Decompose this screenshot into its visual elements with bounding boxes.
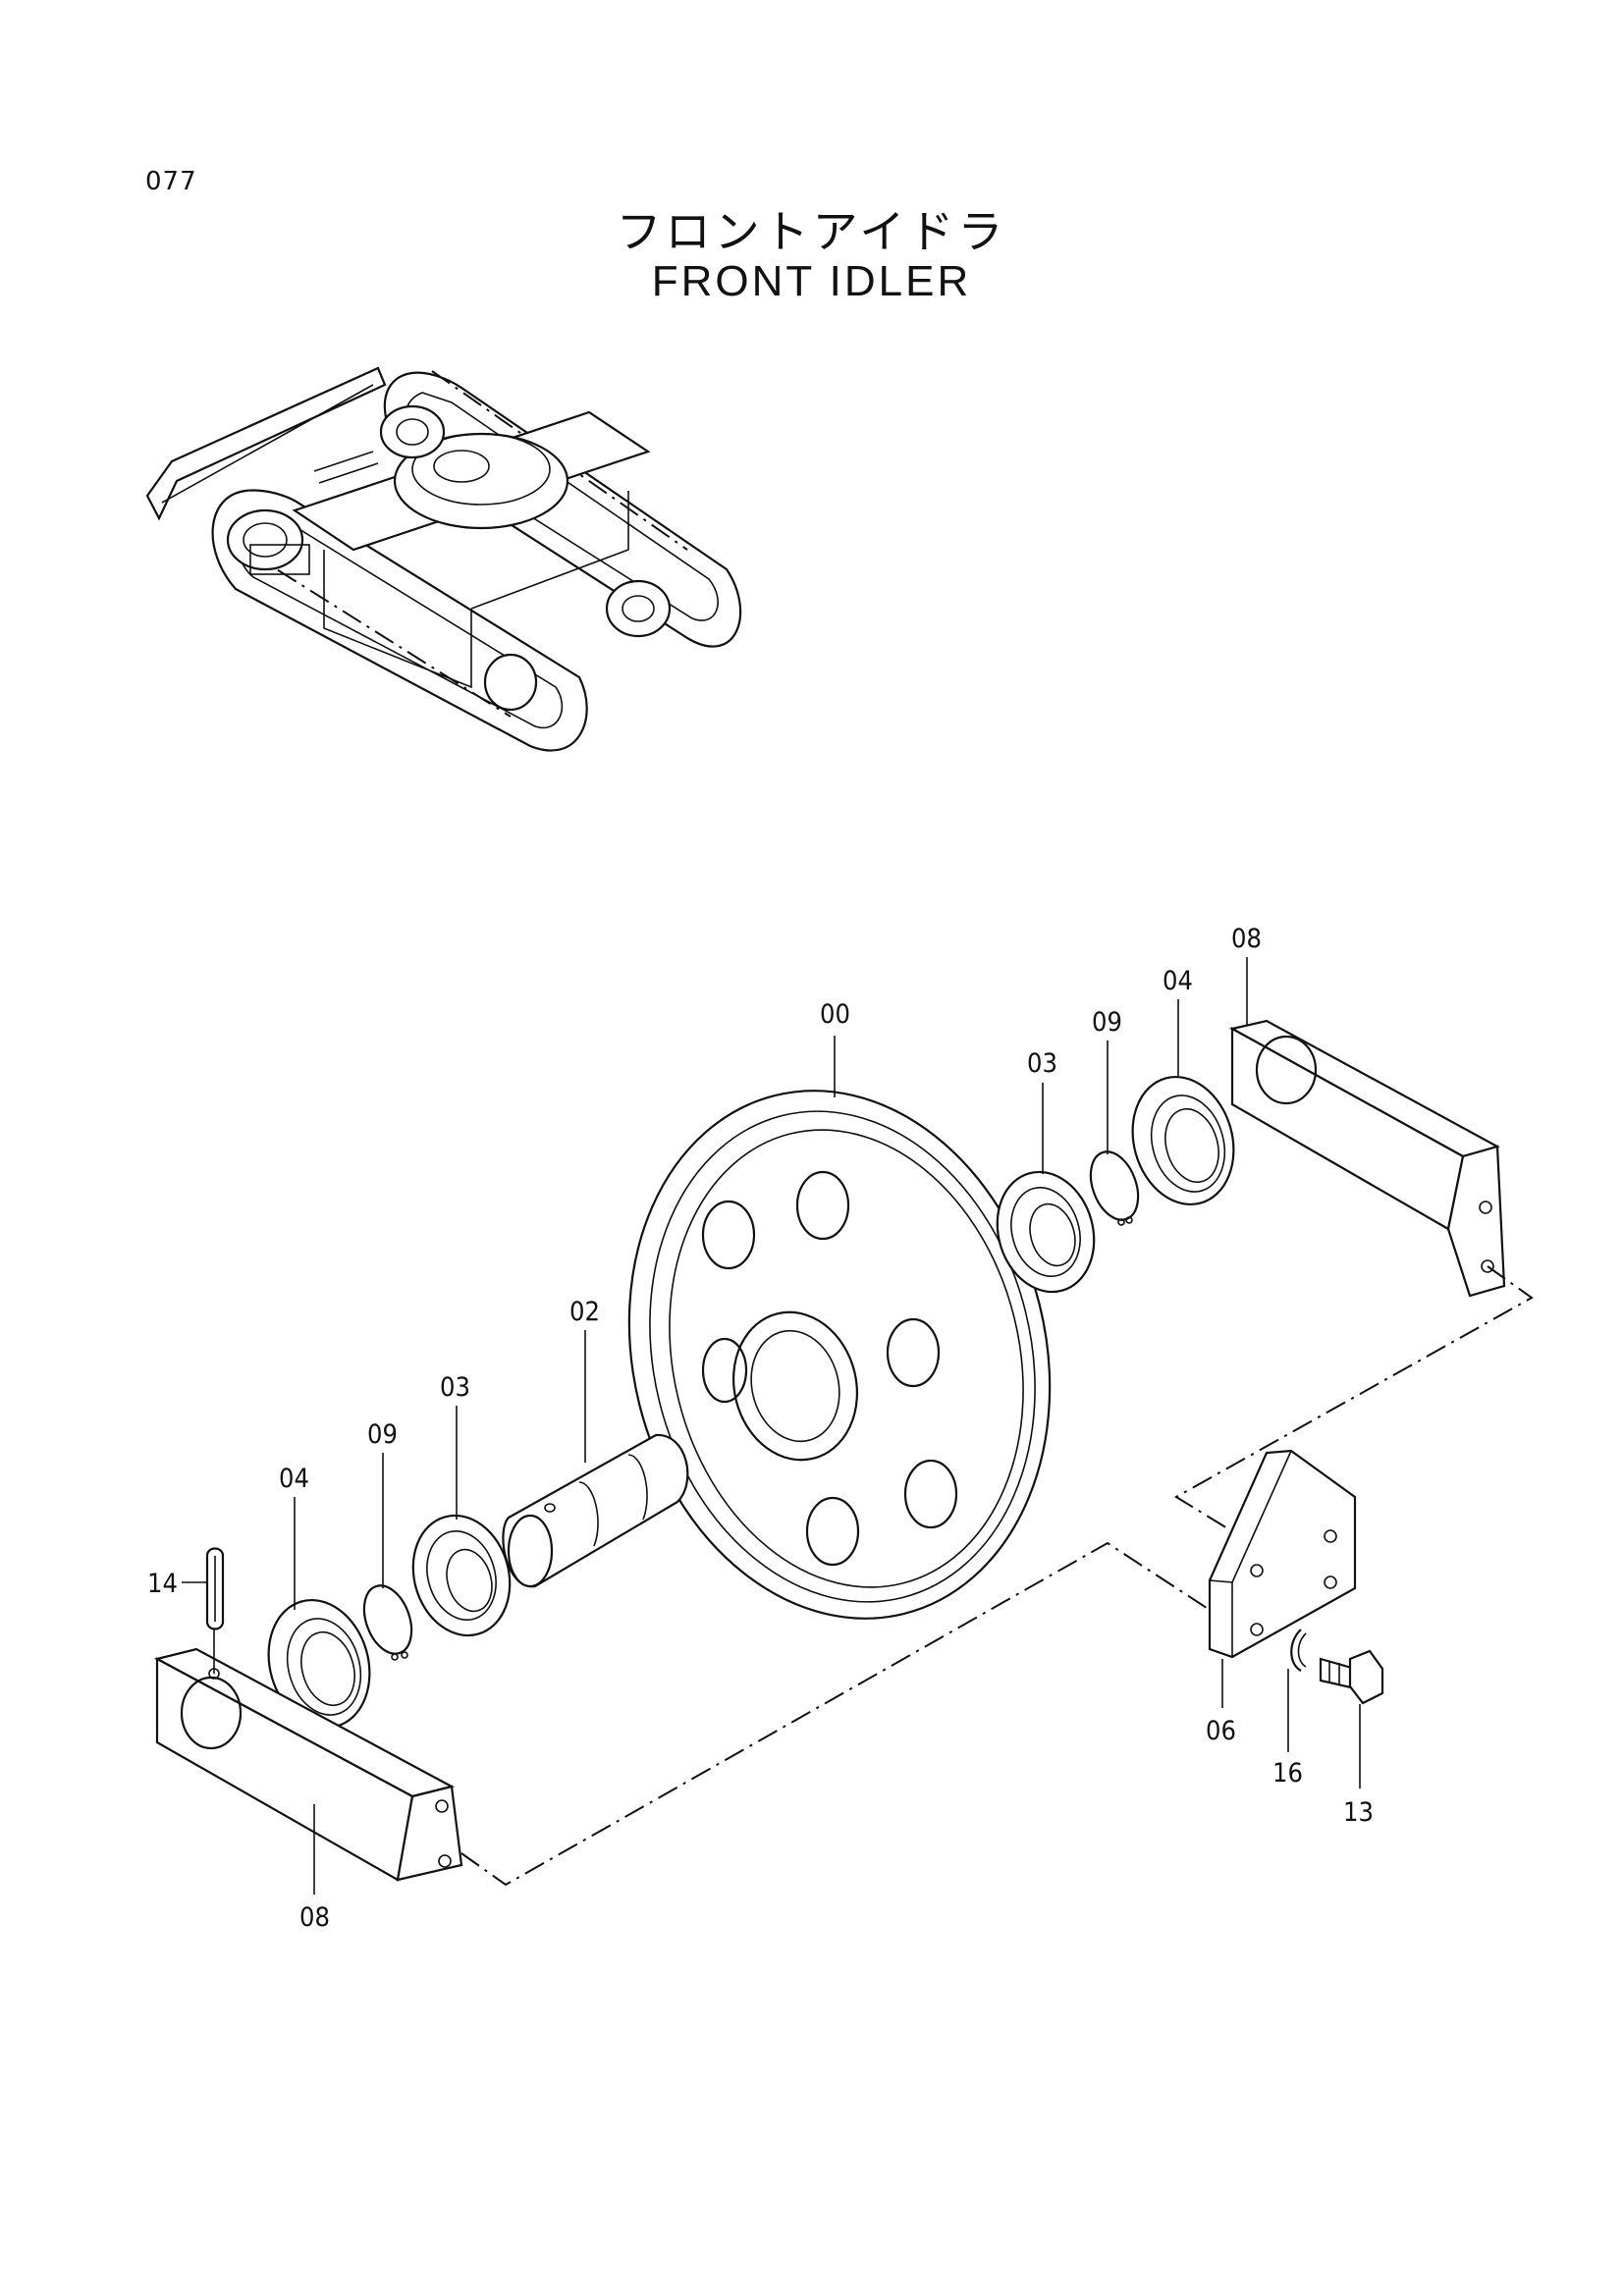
- idler-shaft: [502, 1433, 689, 1588]
- callout-08-left: 08: [299, 1902, 330, 1933]
- right-bracket: [1228, 1019, 1506, 1298]
- callout-08-right: 08: [1231, 924, 1262, 954]
- left-snap-ring: [362, 1584, 413, 1661]
- left-bearing: [411, 1514, 512, 1637]
- title-japanese: フロントアイドラ: [616, 205, 1007, 258]
- callout-04-left: 04: [279, 1464, 309, 1494]
- callout-16: 16: [1272, 1758, 1303, 1789]
- right-bearing: [996, 1170, 1096, 1294]
- callout-labels: 00 02 03 09 04 14 08 06 16 13 03 09 04 0…: [147, 924, 1374, 1933]
- callout-04-right: 04: [1163, 966, 1193, 996]
- callout-09-right: 09: [1092, 1007, 1122, 1038]
- callout-06: 06: [1206, 1716, 1236, 1746]
- right-floating-seal: [1131, 1075, 1235, 1206]
- callout-02: 02: [569, 1297, 600, 1327]
- left-floating-seal: [267, 1598, 371, 1730]
- washer: [1290, 1629, 1307, 1672]
- callout-03-right: 03: [1027, 1048, 1057, 1079]
- leader-lines: [182, 957, 1361, 1895]
- callout-13: 13: [1343, 1797, 1374, 1828]
- hex-bolt: [1319, 1649, 1384, 1705]
- front-idler-wheel: [627, 1090, 1052, 1620]
- callout-03-left: 03: [440, 1372, 470, 1403]
- callout-00: 00: [820, 999, 850, 1030]
- left-bracket: [153, 1647, 463, 1882]
- right-snap-ring: [1089, 1150, 1140, 1226]
- page-number: 077: [145, 167, 197, 196]
- mounting-plate: [1208, 1449, 1357, 1659]
- undercarriage-overview-illustration: [145, 366, 742, 752]
- callout-09-left: 09: [367, 1419, 398, 1450]
- lock-pin: [205, 1547, 225, 1630]
- assembly-lines: [213, 1265, 1534, 1887]
- callout-14: 14: [147, 1569, 178, 1599]
- title-english: FRONT IDLER: [651, 257, 972, 305]
